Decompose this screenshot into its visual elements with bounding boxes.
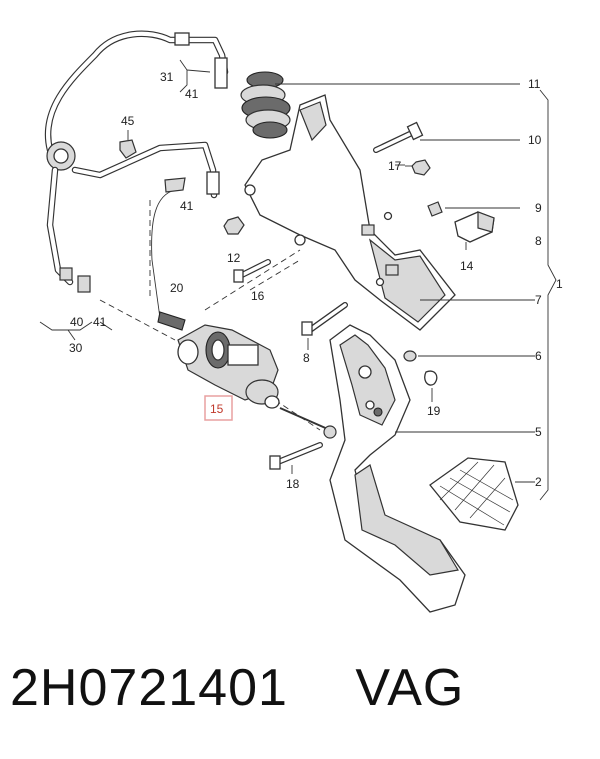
callout-8-bolt: 8 bbox=[303, 351, 310, 365]
callout-12: 12 bbox=[227, 251, 241, 265]
assembly-lines bbox=[99, 200, 321, 431]
callout-14: 14 bbox=[460, 259, 474, 273]
boot-11 bbox=[240, 71, 520, 139]
callout-17: 17 bbox=[388, 159, 402, 173]
exploded-parts-diagram: 1 2 5 6 7 8 8 9 10 11 12 14 16 17 18 19 … bbox=[39, 30, 563, 613]
bolt-16 bbox=[233, 259, 271, 283]
rod-20 bbox=[151, 177, 186, 331]
callout-6: 6 bbox=[535, 349, 542, 363]
bracket-1 bbox=[539, 89, 557, 501]
callout-labels: 1 2 5 6 7 8 8 9 10 11 12 14 16 17 18 19 … bbox=[69, 70, 563, 491]
callout-10: 10 bbox=[528, 133, 542, 147]
brand-name: VAG bbox=[355, 659, 465, 717]
pedal-bracket bbox=[244, 94, 535, 331]
part-number: 2H0721401 bbox=[10, 659, 288, 717]
bracket-30 bbox=[39, 321, 113, 341]
callout-45: 45 bbox=[121, 114, 135, 128]
callout-41-mid: 41 bbox=[180, 199, 194, 213]
callout-15-highlighted: 15 bbox=[210, 402, 224, 416]
callout-18: 18 bbox=[286, 477, 300, 491]
callout-41-bracket: 41 bbox=[185, 87, 199, 101]
clip-45 bbox=[119, 130, 137, 159]
clutch-pedal-5 bbox=[329, 324, 535, 613]
switch-9 bbox=[427, 201, 520, 217]
bolt-10 bbox=[373, 121, 520, 153]
pedal-pad-2 bbox=[429, 457, 535, 531]
clutch-hose-assembly bbox=[44, 30, 229, 293]
part-footer: 2H0721401 VAG bbox=[10, 658, 590, 738]
leader-set bbox=[395, 139, 520, 166]
callout-19: 19 bbox=[427, 404, 441, 418]
callout-20: 20 bbox=[170, 281, 184, 295]
bracket-31 bbox=[179, 59, 211, 93]
callout-2: 2 bbox=[535, 475, 542, 489]
callout-30: 30 bbox=[69, 341, 83, 355]
nut-12 bbox=[223, 216, 245, 235]
clip-19 bbox=[424, 370, 438, 402]
bolt-18 bbox=[269, 442, 323, 474]
callout-41-lower: 41 bbox=[93, 315, 107, 329]
callout-1: 1 bbox=[556, 277, 563, 291]
callout-9: 9 bbox=[535, 201, 542, 215]
sensor-14 bbox=[454, 211, 495, 250]
bolt-8 bbox=[301, 302, 348, 350]
callout-7: 7 bbox=[535, 293, 542, 307]
callout-8-right: 8 bbox=[535, 234, 542, 248]
callout-40: 40 bbox=[70, 315, 84, 329]
clutch-master-cylinder-15 bbox=[177, 324, 337, 439]
callout-11: 11 bbox=[528, 77, 541, 91]
bushing-6 bbox=[403, 350, 535, 362]
highlight-box-15 bbox=[204, 395, 233, 421]
nut-17 bbox=[405, 159, 431, 176]
callout-31: 31 bbox=[160, 70, 174, 84]
callout-16: 16 bbox=[251, 289, 265, 303]
callout-5: 5 bbox=[535, 425, 542, 439]
